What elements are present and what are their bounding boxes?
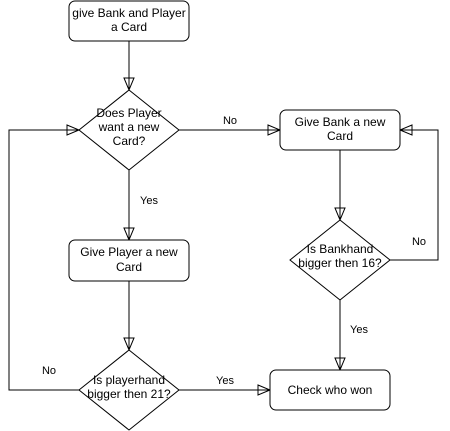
arrowhead-player-bigger-top	[123, 337, 135, 352]
arrowhead-give-bank-left	[267, 124, 282, 136]
node-start: give Bank and Player a Card	[68, 0, 190, 42]
node-check-won: Check who won	[269, 369, 391, 411]
node-player-bigger: Is playerhand bigger then 21?	[78, 349, 180, 431]
node-player-want-line2: want a new	[98, 120, 160, 134]
node-start-line2: a Card	[111, 20, 147, 34]
edge-label-want-yes: Yes	[140, 195, 158, 207]
edge-player-bigger-loop-no	[8, 129, 79, 391]
node-start-line1: give Bank and Player	[72, 6, 185, 20]
node-give-player-line1: Give Player a new	[80, 245, 178, 259]
edge-label-player-no: No	[42, 365, 56, 377]
node-give-bank-line1: Give Bank a new	[295, 115, 386, 129]
node-give-bank: Give Bank a new Card	[279, 109, 401, 151]
node-check-won-line1: Check who won	[288, 383, 373, 397]
node-player-bigger-line1: Is playerhand	[93, 373, 165, 387]
node-player-bigger-line2: bigger then 21?	[87, 387, 171, 401]
edge-label-bank-no: No	[412, 236, 426, 248]
node-bank-bigger-line1: Is Bankhand	[307, 242, 374, 256]
node-give-player: Give Player a new Card	[68, 239, 190, 282]
arrowhead-give-bank-right	[398, 124, 413, 136]
node-bank-bigger: Is Bankhand bigger then 16?	[289, 219, 391, 301]
node-give-player-line2: Card	[116, 260, 142, 274]
arrowhead-check-won-left	[257, 384, 272, 396]
node-bank-bigger-line2: bigger then 16?	[298, 256, 382, 270]
arrowhead-check-won-top	[334, 357, 346, 372]
edge-label-player-yes: Yes	[216, 375, 234, 387]
node-player-want-line1: Does Player	[96, 106, 161, 120]
arrowhead-player-want-left	[66, 124, 81, 136]
node-give-bank-line2: Card	[327, 129, 353, 143]
edge-bank-bigger-loop-no	[390, 129, 439, 261]
edge-label-bank-yes: Yes	[350, 324, 368, 336]
node-player-want-line3: Card?	[113, 134, 146, 148]
edge-label-want-no: No	[223, 115, 237, 127]
arrowhead-bank-bigger-top	[334, 207, 346, 222]
node-player-want: Does Player want a new Card?	[78, 89, 180, 171]
arrowhead-player-want-top	[123, 77, 135, 92]
arrowhead-give-player-top	[123, 227, 135, 242]
